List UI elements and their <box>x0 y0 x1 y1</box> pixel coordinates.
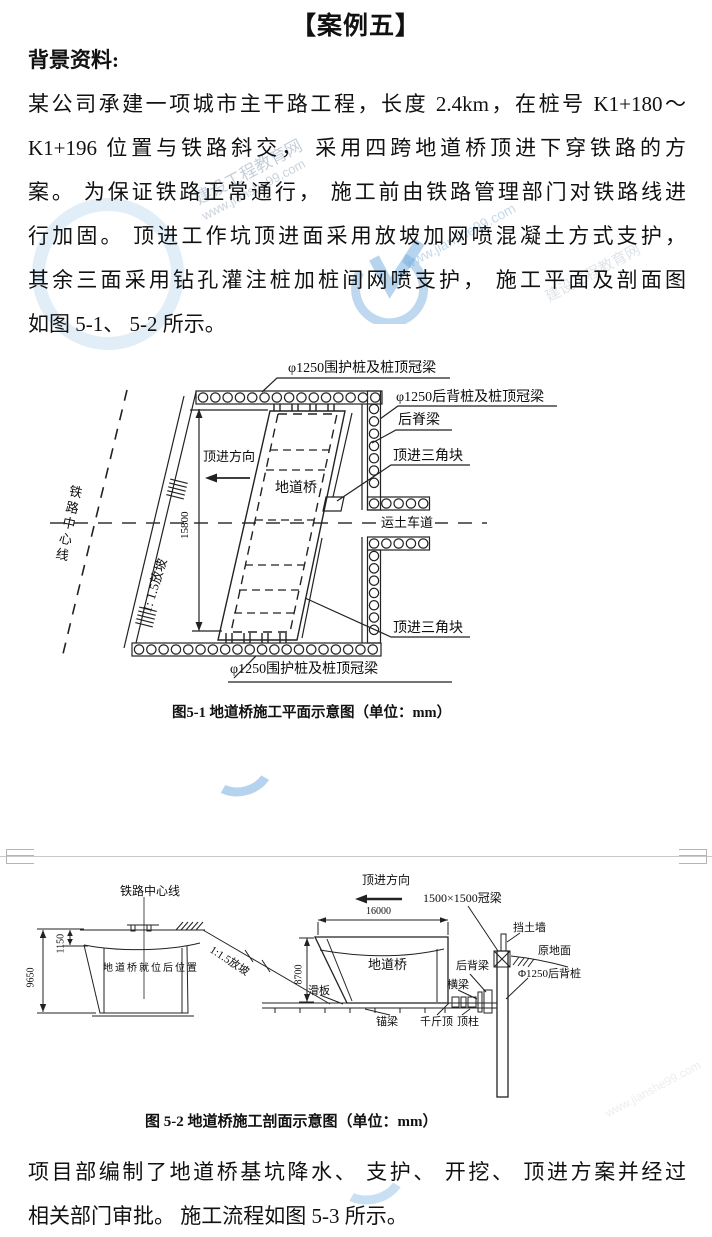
fig1-label-back-pile: φ1250后背桩及桩顶冠梁 <box>396 390 545 405</box>
fig2-label-crown-beam: 1500×1500冠梁 <box>423 891 502 905</box>
figure-5-1-drawing <box>50 377 557 683</box>
fig2-label-cross-beam: 横梁 <box>447 979 469 991</box>
figure-5-1-caption: 图5-1 地道桥施工平面示意图（单位：mm） <box>172 705 452 721</box>
fig1-label-soil-lane: 运土车道 <box>379 515 436 531</box>
paragraph-line: 项目部编制了地道桥基坑降水、 支护、 开挖、 顶进方案并经过 <box>28 1160 686 1184</box>
fig2-label-top-column: 顶柱 <box>457 1016 479 1028</box>
page-margin-mark-left <box>6 849 34 864</box>
figure-5-2-drawing <box>37 894 569 1098</box>
fig1-label-back-beam: 后脊梁 <box>398 413 440 428</box>
fig2-label-bridge-final-position: 地道桥就位后位置 <box>103 963 199 974</box>
page-title: 【案例五】 <box>290 13 421 40</box>
figure-5-2-caption: 图 5-2 地道桥施工剖面示意图（单位：mm） <box>145 1114 438 1130</box>
fig2-dim-16000: 16000 <box>366 906 391 917</box>
fig1-label-top-pile: φ1250围护桩及桩顶冠梁 <box>288 361 437 376</box>
fig2-dim-9650: 9650 <box>25 967 37 988</box>
paragraph-line: 行加固。 顶进工作坑顶进面采用放坡加网喷混凝土方式支护， <box>28 224 686 248</box>
fig2-label-retaining-wall: 挡土墙 <box>513 922 546 934</box>
watermark-arc <box>199 732 281 804</box>
fig1-label-jack-block-top: 顶进三角块 <box>393 449 463 464</box>
paragraph-line: K1+196 位置与铁路斜交， 采用四跨地道桥顶进下穿铁路的方 <box>28 136 686 160</box>
fig2-label-anchor-beam: 锚梁 <box>376 1016 398 1028</box>
page-break-line <box>0 856 712 857</box>
fig2-label-ground: 原地面 <box>538 945 571 957</box>
paragraph-line: 案。 为保证铁路正常通行， 施工前由铁路管理部门对铁路线进 <box>28 180 686 204</box>
fig2-label-rail-center: 铁路中心线 <box>120 884 181 898</box>
fig2-label-jack-direction: 顶进方向 <box>362 873 411 887</box>
fig1-label-jack-direction: 顶进方向 <box>203 449 256 464</box>
fig2-dim-8700: 8700 <box>293 964 305 985</box>
paragraph-line: 如图 5-1、 5-2 所示。 <box>28 312 226 336</box>
background-paragraph: 某公司承建一项城市主干路工程，长度 2.4km，在桩号 K1+180～ K1+1… <box>28 82 686 346</box>
paragraph-line: 某公司承建一项城市主干路工程，长度 2.4km，在桩号 K1+180～ <box>28 92 686 116</box>
fig1-dim-15800: 15800 <box>178 511 191 540</box>
paragraph-line: 相关部门审批。 施工流程如图 5-3 所示。 <box>28 1204 408 1228</box>
fig2-label-bridge: 地道桥 <box>368 957 408 972</box>
fig1-label-bridge: 地道桥 <box>275 481 317 496</box>
fig2-label-back-beam: 后背梁 <box>456 960 489 972</box>
page-margin-mark-right <box>679 849 707 864</box>
section-heading: 背景资料: <box>28 48 119 72</box>
fig2-label-slide-board: 滑板 <box>308 985 330 997</box>
fig2-label-jack: 千斤顶 <box>420 1016 453 1028</box>
fig1-label-bottom-pile: φ1250围护桩及桩顶冠梁 <box>230 662 379 677</box>
fig1-label-jack-block-bottom: 顶进三角块 <box>393 621 463 636</box>
closing-paragraph: 项目部编制了地道桥基坑降水、 支护、 开挖、 顶进方案并经过 相关部门审批。 施… <box>28 1150 686 1237</box>
fig2-dim-1150: 1150 <box>55 933 67 954</box>
fig2-label-back-pile: Φ1250后背桩 <box>518 968 582 980</box>
paragraph-line: 其余三面采用钻孔灌注桩加桩间网喷支护， 施工平面及剖面图 <box>28 268 686 292</box>
